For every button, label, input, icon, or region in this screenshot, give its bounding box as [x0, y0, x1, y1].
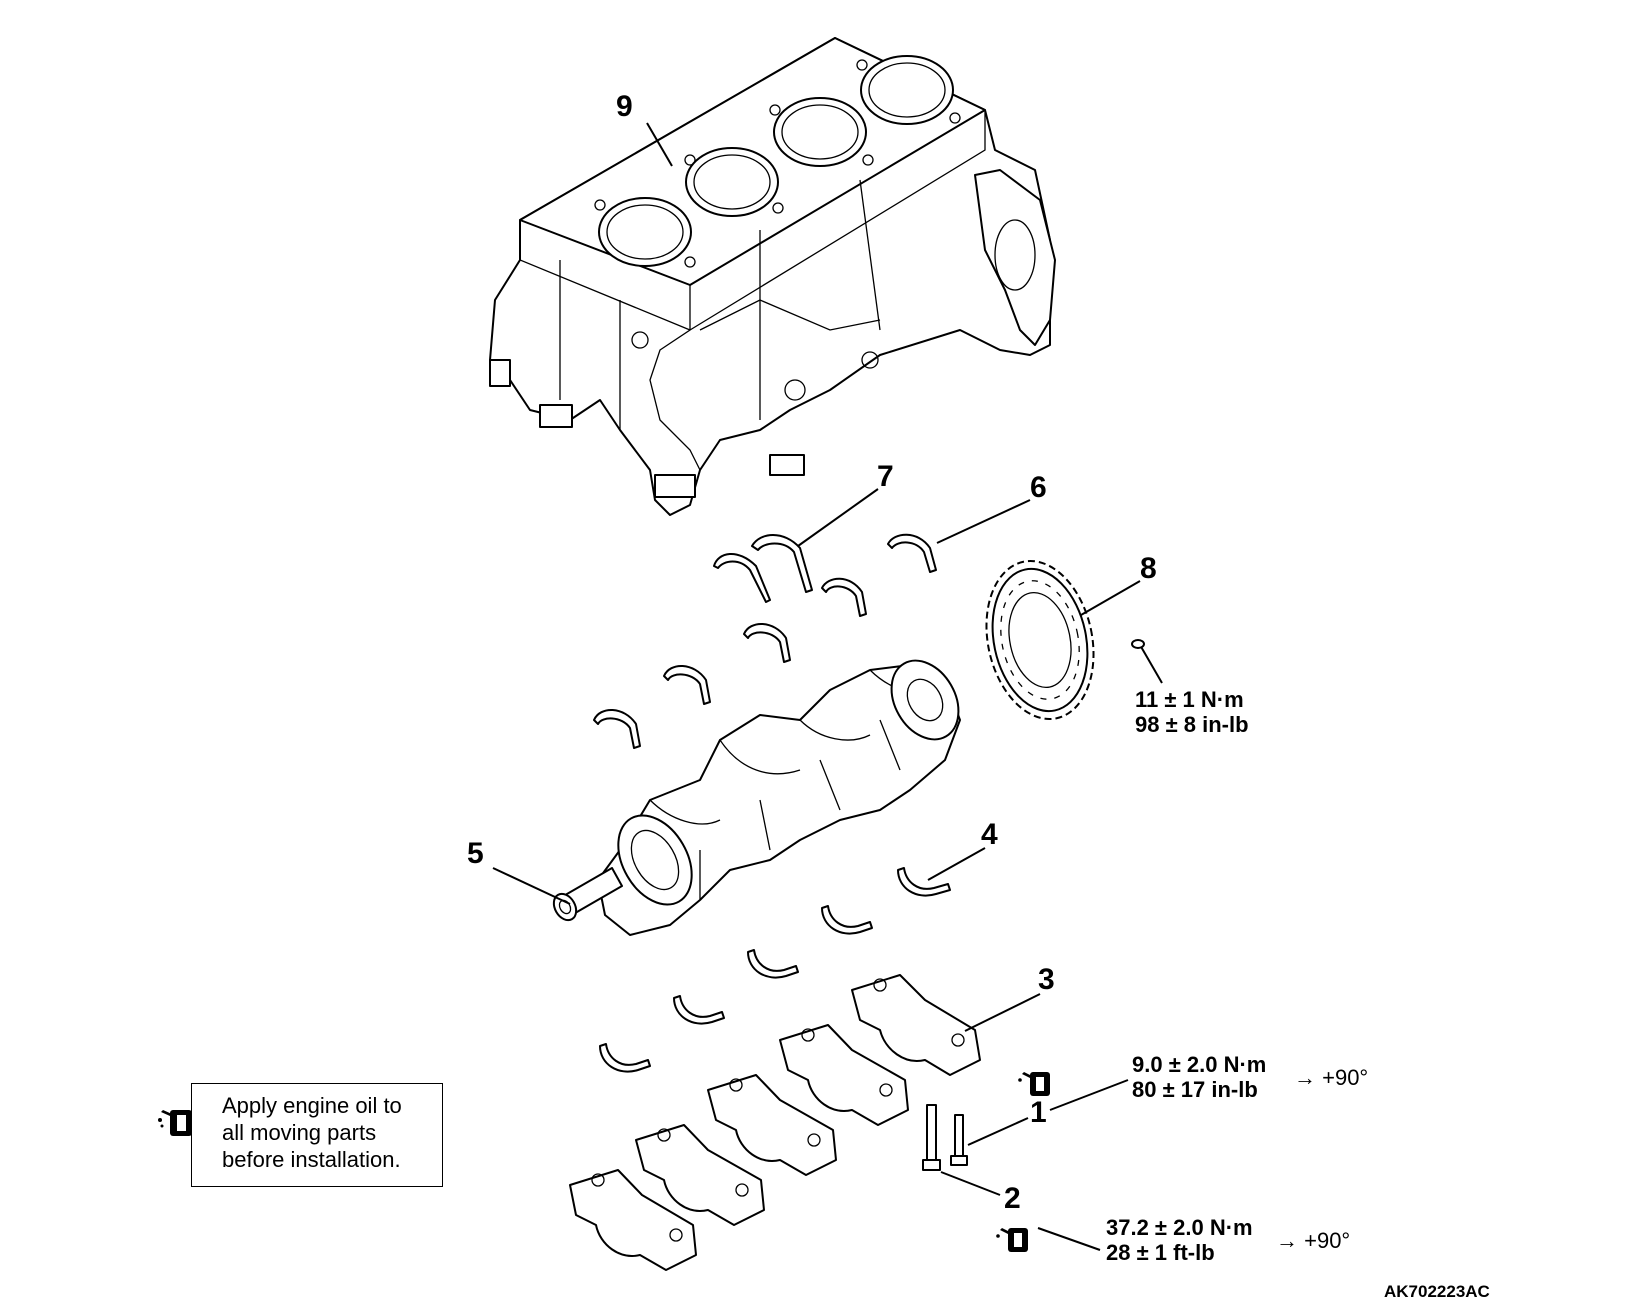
cylinder-block — [489, 37, 1056, 516]
svg-text:→ +90°: → +90° — [1294, 1065, 1368, 1090]
legend-line-2: all moving parts — [222, 1120, 377, 1145]
callout-7: 7 — [877, 460, 894, 493]
crank-sensor-ring — [985, 560, 1095, 720]
svg-text:11 ± 1 N·m: 11 ± 1 N·m — [1135, 687, 1244, 712]
legend-text: Apply engine oil to all moving parts bef… — [222, 1092, 402, 1173]
svg-text:28 ± 1 ft-lb: 28 ± 1 ft-lb — [1106, 1240, 1215, 1265]
sprocket-bolt — [1131, 639, 1163, 684]
torque-spec-bolt-1: 9.0 ± 2.0 N·m 80 ± 17 in-lb → +90° — [1132, 1052, 1368, 1102]
bearing-caps — [569, 974, 981, 1271]
svg-text:37.2 ± 2.0 N·m: 37.2 ± 2.0 N·m — [1106, 1215, 1253, 1240]
callout-1: 1 — [1030, 1096, 1047, 1129]
svg-text:98 ± 8 in-lb: 98 ± 8 in-lb — [1135, 712, 1249, 737]
svg-text:9.0 ± 2.0 N·m: 9.0 ± 2.0 N·m — [1132, 1052, 1266, 1077]
callout-2: 2 — [1004, 1182, 1021, 1215]
callout-8: 8 — [1140, 552, 1157, 585]
legend-line-1: Apply engine oil to — [222, 1093, 402, 1118]
figure-code: AK702223AC — [1384, 1282, 1490, 1301]
torque-spec-sprocket-bolt: 11 ± 1 N·m 98 ± 8 in-lb — [1135, 687, 1249, 737]
torque-spec-bolt-2: 37.2 ± 2.0 N·m 28 ± 1 ft-lb → +90° — [1106, 1215, 1350, 1265]
svg-text:80 ± 17 in-lb: 80 ± 17 in-lb — [1132, 1077, 1258, 1102]
legend-line-3: before installation. — [222, 1147, 401, 1172]
callout-9: 9 — [616, 90, 633, 123]
upper-bearing-shells — [593, 533, 937, 749]
lower-bearing-shells — [599, 867, 951, 1073]
oil-can-icon — [158, 1110, 192, 1136]
oil-can-icon — [996, 1228, 1028, 1252]
callout-4: 4 — [981, 818, 998, 851]
callout-6: 6 — [1030, 471, 1047, 504]
cap-bolts — [922, 1104, 968, 1171]
leader-lines — [492, 122, 1141, 1251]
callout-5: 5 — [467, 837, 484, 870]
legend-box: Apply engine oil to all moving parts bef… — [191, 1083, 443, 1187]
callout-3: 3 — [1038, 963, 1055, 996]
oil-can-icon — [1018, 1072, 1050, 1096]
crankshaft — [552, 659, 961, 936]
svg-text:→ +90°: → +90° — [1276, 1228, 1350, 1253]
